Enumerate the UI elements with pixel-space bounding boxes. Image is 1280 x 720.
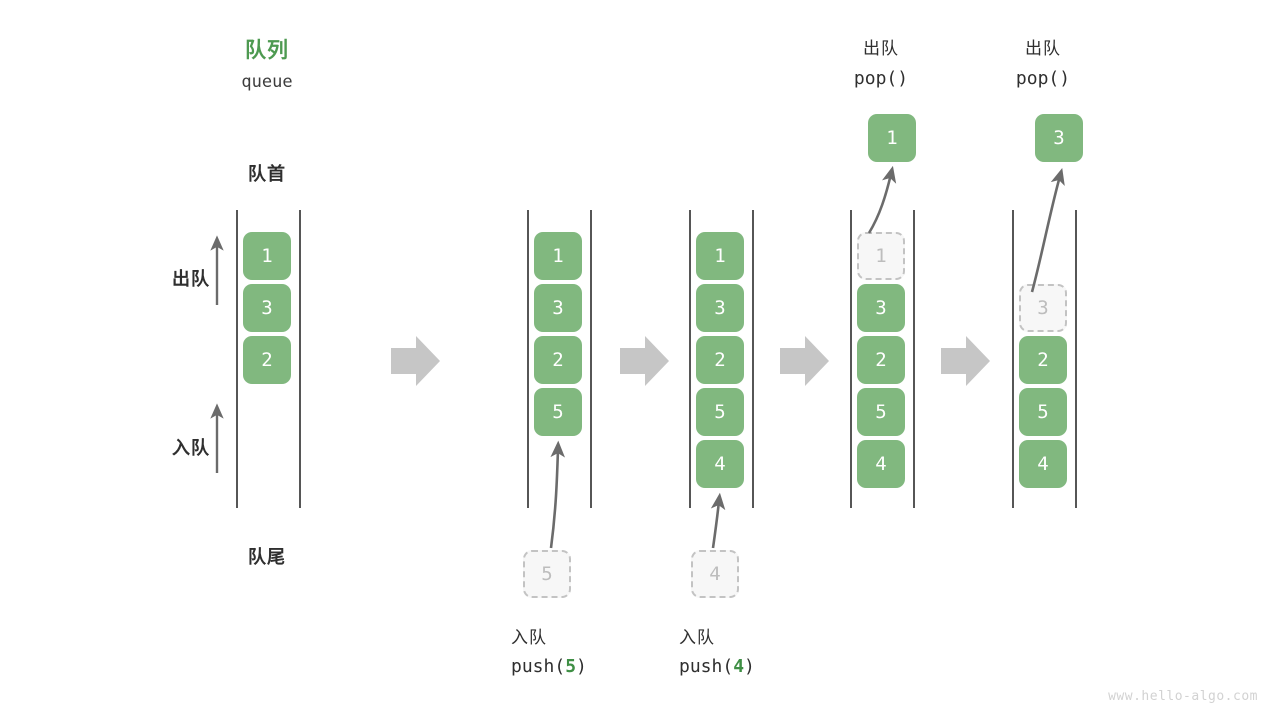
queue-rail-left-stage5 — [1012, 210, 1014, 508]
queue-cell: 3 — [534, 284, 582, 332]
queue-cell: 5 — [1019, 388, 1067, 436]
queue-rail-left-stage4 — [850, 210, 852, 508]
flow-arrow-2 — [620, 336, 669, 386]
popped-element-3: 3 — [1035, 114, 1083, 162]
queue-cell: 1 — [534, 232, 582, 280]
dequeue-direction-label: 出队 — [172, 269, 210, 289]
push-5-code-suffix: ) — [576, 656, 587, 677]
push-5-code-arg: 5 — [565, 656, 577, 677]
queue-cell: 2 — [857, 336, 905, 384]
queue-cell: 2 — [534, 336, 582, 384]
pop-1-label-code: pop() — [853, 68, 909, 89]
queue-cell: 3 — [243, 284, 291, 332]
queue-cell: 2 — [243, 336, 291, 384]
queue-rail-left-stage1 — [236, 210, 238, 508]
queue-cell: 1 — [696, 232, 744, 280]
flow-arrow-1 — [391, 336, 440, 386]
flow-arrow-3 — [780, 336, 829, 386]
push-4-code-suffix: ) — [744, 656, 755, 677]
queue-title-cn: 队列 — [245, 39, 289, 62]
push-5-code-prefix: push( — [511, 656, 566, 677]
queue-cell: 4 — [696, 440, 744, 488]
enqueue-direction-label: 入队 — [172, 438, 210, 458]
queue-rail-left-stage3 — [689, 210, 691, 508]
flow-arrow-4 — [941, 336, 990, 386]
pop-3-label-cn: 出队 — [1025, 39, 1061, 58]
queue-head-label: 队首 — [248, 164, 286, 184]
push-4-arrow — [710, 492, 726, 549]
push-4-label-code: push(4) — [679, 656, 859, 677]
ghost-cell-push-5: 5 — [523, 550, 571, 598]
queue-rail-right-stage5 — [1075, 210, 1077, 508]
queue-cell: 3 — [696, 284, 744, 332]
ghost-cell-push-4: 4 — [691, 550, 739, 598]
queue-cell: 5 — [857, 388, 905, 436]
pop-1-label-cn: 出队 — [863, 39, 899, 58]
queue-cell: 5 — [696, 388, 744, 436]
queue-cell: 4 — [857, 440, 905, 488]
push-5-arrow — [549, 440, 566, 549]
queue-cell: 2 — [696, 336, 744, 384]
push-4-code-prefix: push( — [679, 656, 734, 677]
pop-1-arrow — [867, 165, 897, 234]
push-4-label-cn: 入队 — [679, 628, 715, 647]
popped-element-1: 1 — [868, 114, 916, 162]
pop-3-arrow — [1030, 167, 1065, 293]
ghost-cell-pop-3: 3 — [1019, 284, 1067, 332]
queue-cell: 4 — [1019, 440, 1067, 488]
queue-rail-right-stage1 — [299, 210, 301, 508]
queue-rail-right-stage4 — [913, 210, 915, 508]
queue-cell: 2 — [1019, 336, 1067, 384]
queue-title-en: queue — [241, 72, 293, 92]
push-4-code-arg: 4 — [733, 656, 745, 677]
push-5-label-cn: 入队 — [511, 628, 547, 647]
queue-rail-left-stage2 — [527, 210, 529, 508]
queue-cell: 3 — [857, 284, 905, 332]
push-5-label-code: push(5) — [511, 656, 691, 677]
queue-rail-right-stage2 — [590, 210, 592, 508]
queue-tail-label: 队尾 — [248, 547, 286, 567]
watermark: www.hello-algo.com — [1108, 689, 1258, 704]
queue-cell: 5 — [534, 388, 582, 436]
pop-3-label-code: pop() — [1015, 68, 1071, 89]
queue-rail-right-stage3 — [752, 210, 754, 508]
ghost-cell-pop-1: 1 — [857, 232, 905, 280]
queue-cell: 1 — [243, 232, 291, 280]
